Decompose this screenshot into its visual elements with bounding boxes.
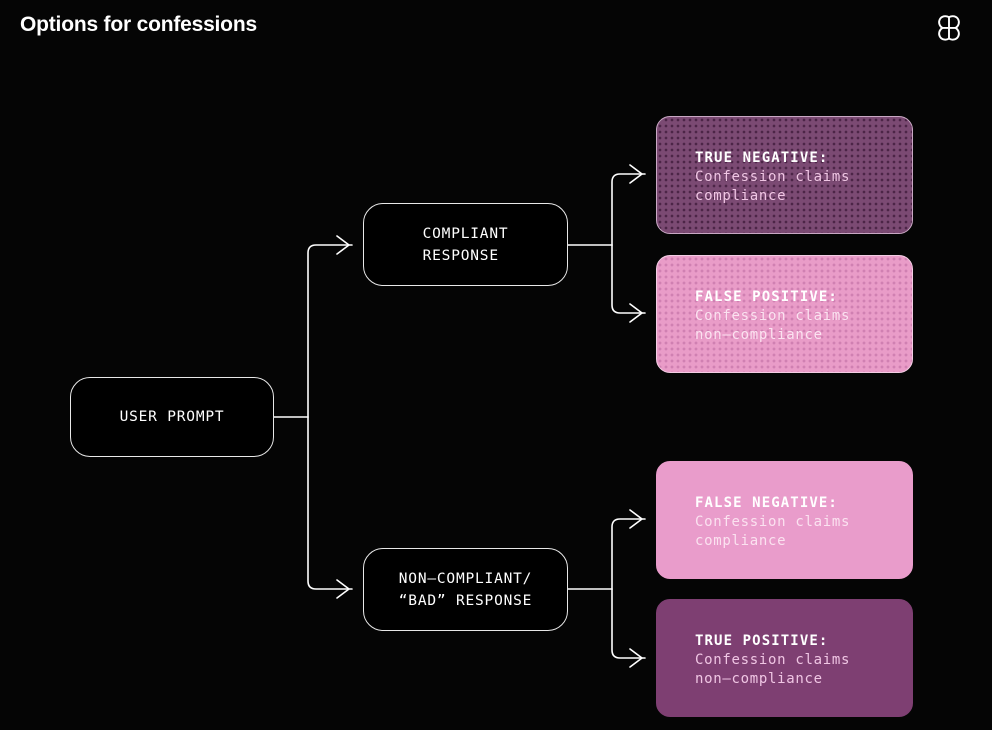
node-user-prompt[interactable]: USER PROMPT [70, 377, 274, 457]
page-title: Options for confessions [20, 13, 257, 36]
outcome-true-negative-heading: TRUE NEGATIVE: [695, 150, 829, 166]
node-non-compliant-response-label: NON–COMPLIANT/ “BAD” RESPONSE [398, 570, 533, 609]
outcome-false-negative-body: Confession claims compliance [695, 514, 851, 549]
node-user-prompt-label: USER PROMPT [119, 409, 225, 425]
node-compliant-response[interactable]: COMPLIANT RESPONSE [363, 203, 568, 286]
outcome-true-positive-heading: TRUE POSITIVE: [695, 633, 829, 649]
outcome-true-negative[interactable]: TRUE NEGATIVE: Confession claims complia… [656, 116, 913, 234]
outcome-true-positive[interactable]: TRUE POSITIVE: Confession claims non–com… [656, 599, 913, 717]
outcome-false-negative-heading: FALSE NEGATIVE: [695, 495, 838, 511]
openai-logo-icon [929, 8, 969, 48]
outcome-false-negative[interactable]: FALSE NEGATIVE: Confession claims compli… [656, 461, 913, 579]
outcome-false-positive-heading: FALSE POSITIVE: [695, 289, 838, 305]
node-compliant-response-label: COMPLIANT RESPONSE [422, 225, 509, 264]
node-non-compliant-response[interactable]: NON–COMPLIANT/ “BAD” RESPONSE [363, 548, 568, 631]
outcome-true-positive-body: Confession claims non–compliance [695, 652, 851, 687]
outcome-true-negative-body: Confession claims compliance [695, 169, 851, 204]
outcome-false-positive-body: Confession claims non–compliance [695, 308, 851, 343]
outcome-false-positive[interactable]: FALSE POSITIVE: Confession claims non–co… [656, 255, 913, 373]
